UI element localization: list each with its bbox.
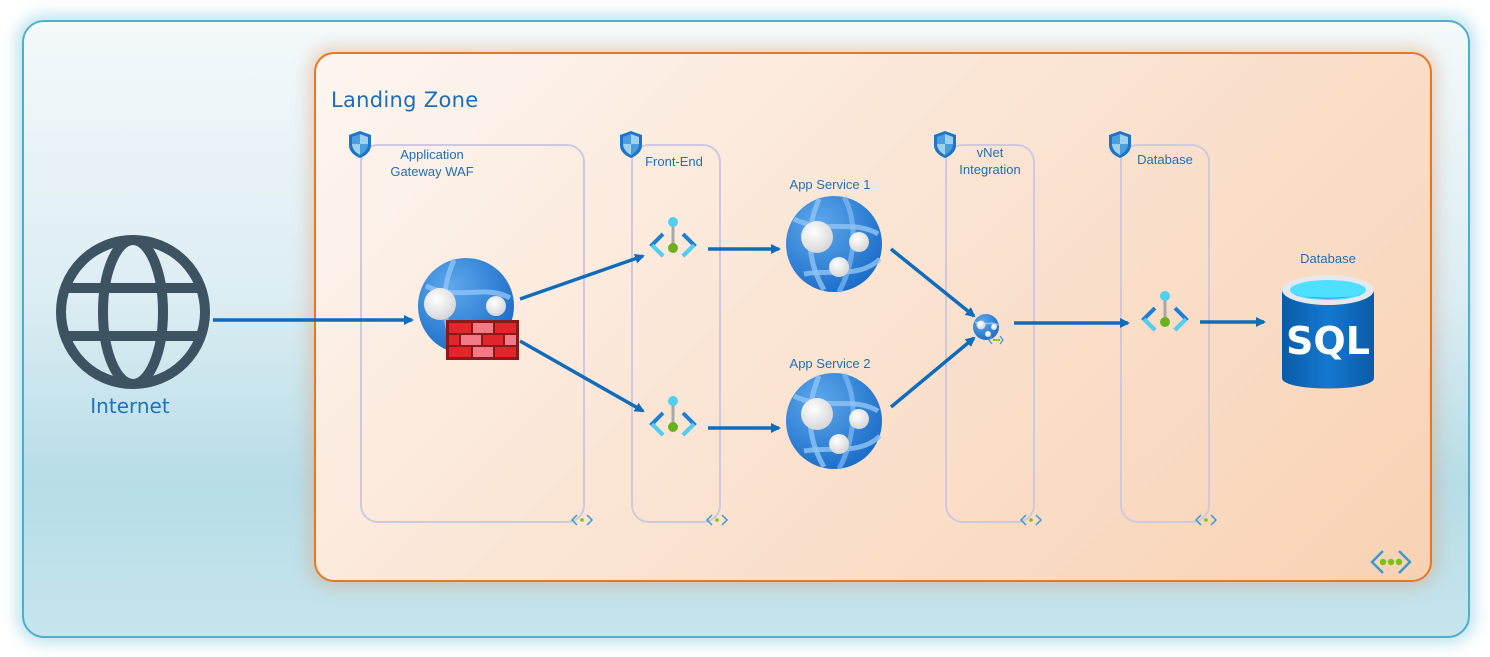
sql-database-icon	[1282, 275, 1374, 389]
vnet-integration-icon	[973, 314, 1004, 345]
app-gateway-waf-icon	[418, 258, 519, 360]
subnet-vnet-icon	[571, 514, 593, 526]
globe-icon	[56, 235, 210, 389]
landing-zone-title: Landing Zone	[331, 88, 479, 112]
subnet-vnet-icon	[1020, 514, 1042, 526]
subnet-label-vnet-integration: vNet Integration	[950, 144, 1030, 178]
subnet-label-app-gateway: Application Gateway WAF	[372, 146, 492, 180]
app-service-1-label: App Service 1	[789, 177, 871, 192]
subnet-label-line1: Application	[400, 147, 464, 162]
edge-gateway-to-frontend-2	[519, 339, 645, 413]
app-service-2-label: App Service 2	[789, 356, 871, 371]
subnet-app-gateway	[360, 144, 585, 523]
subnet-vnet-icon	[706, 514, 728, 526]
subnet-label-line1: vNet	[976, 145, 1004, 160]
shield-icon	[620, 131, 642, 158]
sql-database-label: Database	[1300, 251, 1356, 266]
shield-icon	[1109, 131, 1131, 158]
app-service-icon	[786, 373, 882, 469]
subnet-label-line2: Gateway WAF	[390, 164, 474, 179]
edge-appservice-2-to-vnet	[889, 336, 976, 409]
connection-arrows	[213, 244, 1266, 433]
internet-label: Internet	[90, 394, 170, 418]
subnet-vnet-icon	[1195, 514, 1217, 526]
subnet-database	[1120, 144, 1210, 523]
subnet-vnet-integration	[945, 144, 1035, 523]
sql-label: SQL	[1286, 319, 1370, 363]
vnet-icon	[1370, 550, 1412, 574]
private-endpoint-icon	[650, 215, 696, 258]
private-endpoint-icon	[1142, 289, 1188, 332]
subnet-front-end	[631, 144, 721, 523]
subnet-label-database: Database	[1137, 152, 1193, 167]
shield-icon	[934, 131, 956, 158]
shield-icon	[349, 131, 371, 158]
private-endpoint-icon	[650, 394, 696, 437]
edge-appservice-1-to-vnet	[889, 247, 976, 318]
subnet-label-line2: Integration	[959, 162, 1021, 177]
edge-gateway-to-frontend-1	[519, 253, 645, 301]
app-service-icon	[786, 196, 882, 292]
subnet-label-front-end: Front-End	[645, 154, 703, 169]
